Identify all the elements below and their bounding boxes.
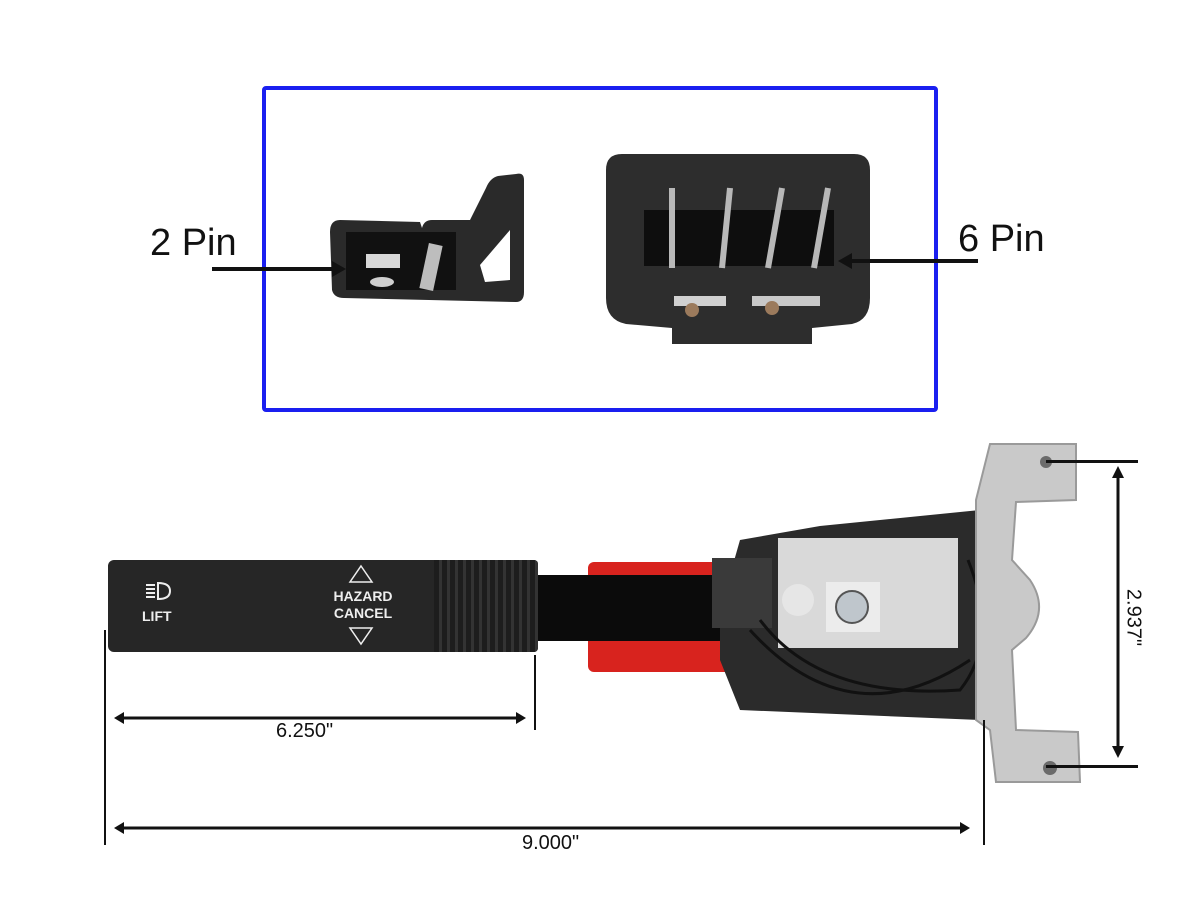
switch-body-mechanism [712,443,1082,783]
mount-spacing-label: 2.937" [1122,588,1145,647]
six-pin-label: 6 Pin [958,218,1045,260]
dimension-extension-handle-end [534,655,536,730]
lever-handle: LIFT HAZARD CANCEL [108,560,538,652]
lift-label: LIFT [142,608,172,624]
handle-grip-ribs [434,560,538,652]
two-pin-connector [330,173,524,302]
triangle-down-icon [348,627,374,646]
hazard-cancel-label: HAZARD CANCEL [328,588,398,622]
mount-hole-bottom-leader [1046,765,1138,768]
six-pin-pointer-arrow [852,259,978,263]
dimension-extension-left [104,630,106,845]
mount-hole-top-leader [1046,460,1138,463]
two-pin-label: 2 Pin [150,222,237,264]
overall-length-dimension-arrow [114,822,970,834]
hazard-text: HAZARD [333,588,393,604]
connector-inset-frame [262,86,938,412]
arrowhead-left-icon [838,253,852,269]
arrowhead-right-icon [332,261,346,277]
two-pin-pointer-arrow [212,267,336,271]
dimension-extension-right [983,720,985,845]
mount-spacing-dimension-arrow [1112,466,1124,758]
triangle-up-icon [348,564,374,583]
handle-length-dimension-arrow [114,712,526,724]
cancel-text: CANCEL [333,605,393,621]
overall-length-label: 9.000" [522,832,580,854]
headlight-icon [146,581,172,601]
lever-shaft [520,575,740,641]
handle-length-label: 6.250" [276,720,334,742]
six-pin-connector [606,154,870,344]
